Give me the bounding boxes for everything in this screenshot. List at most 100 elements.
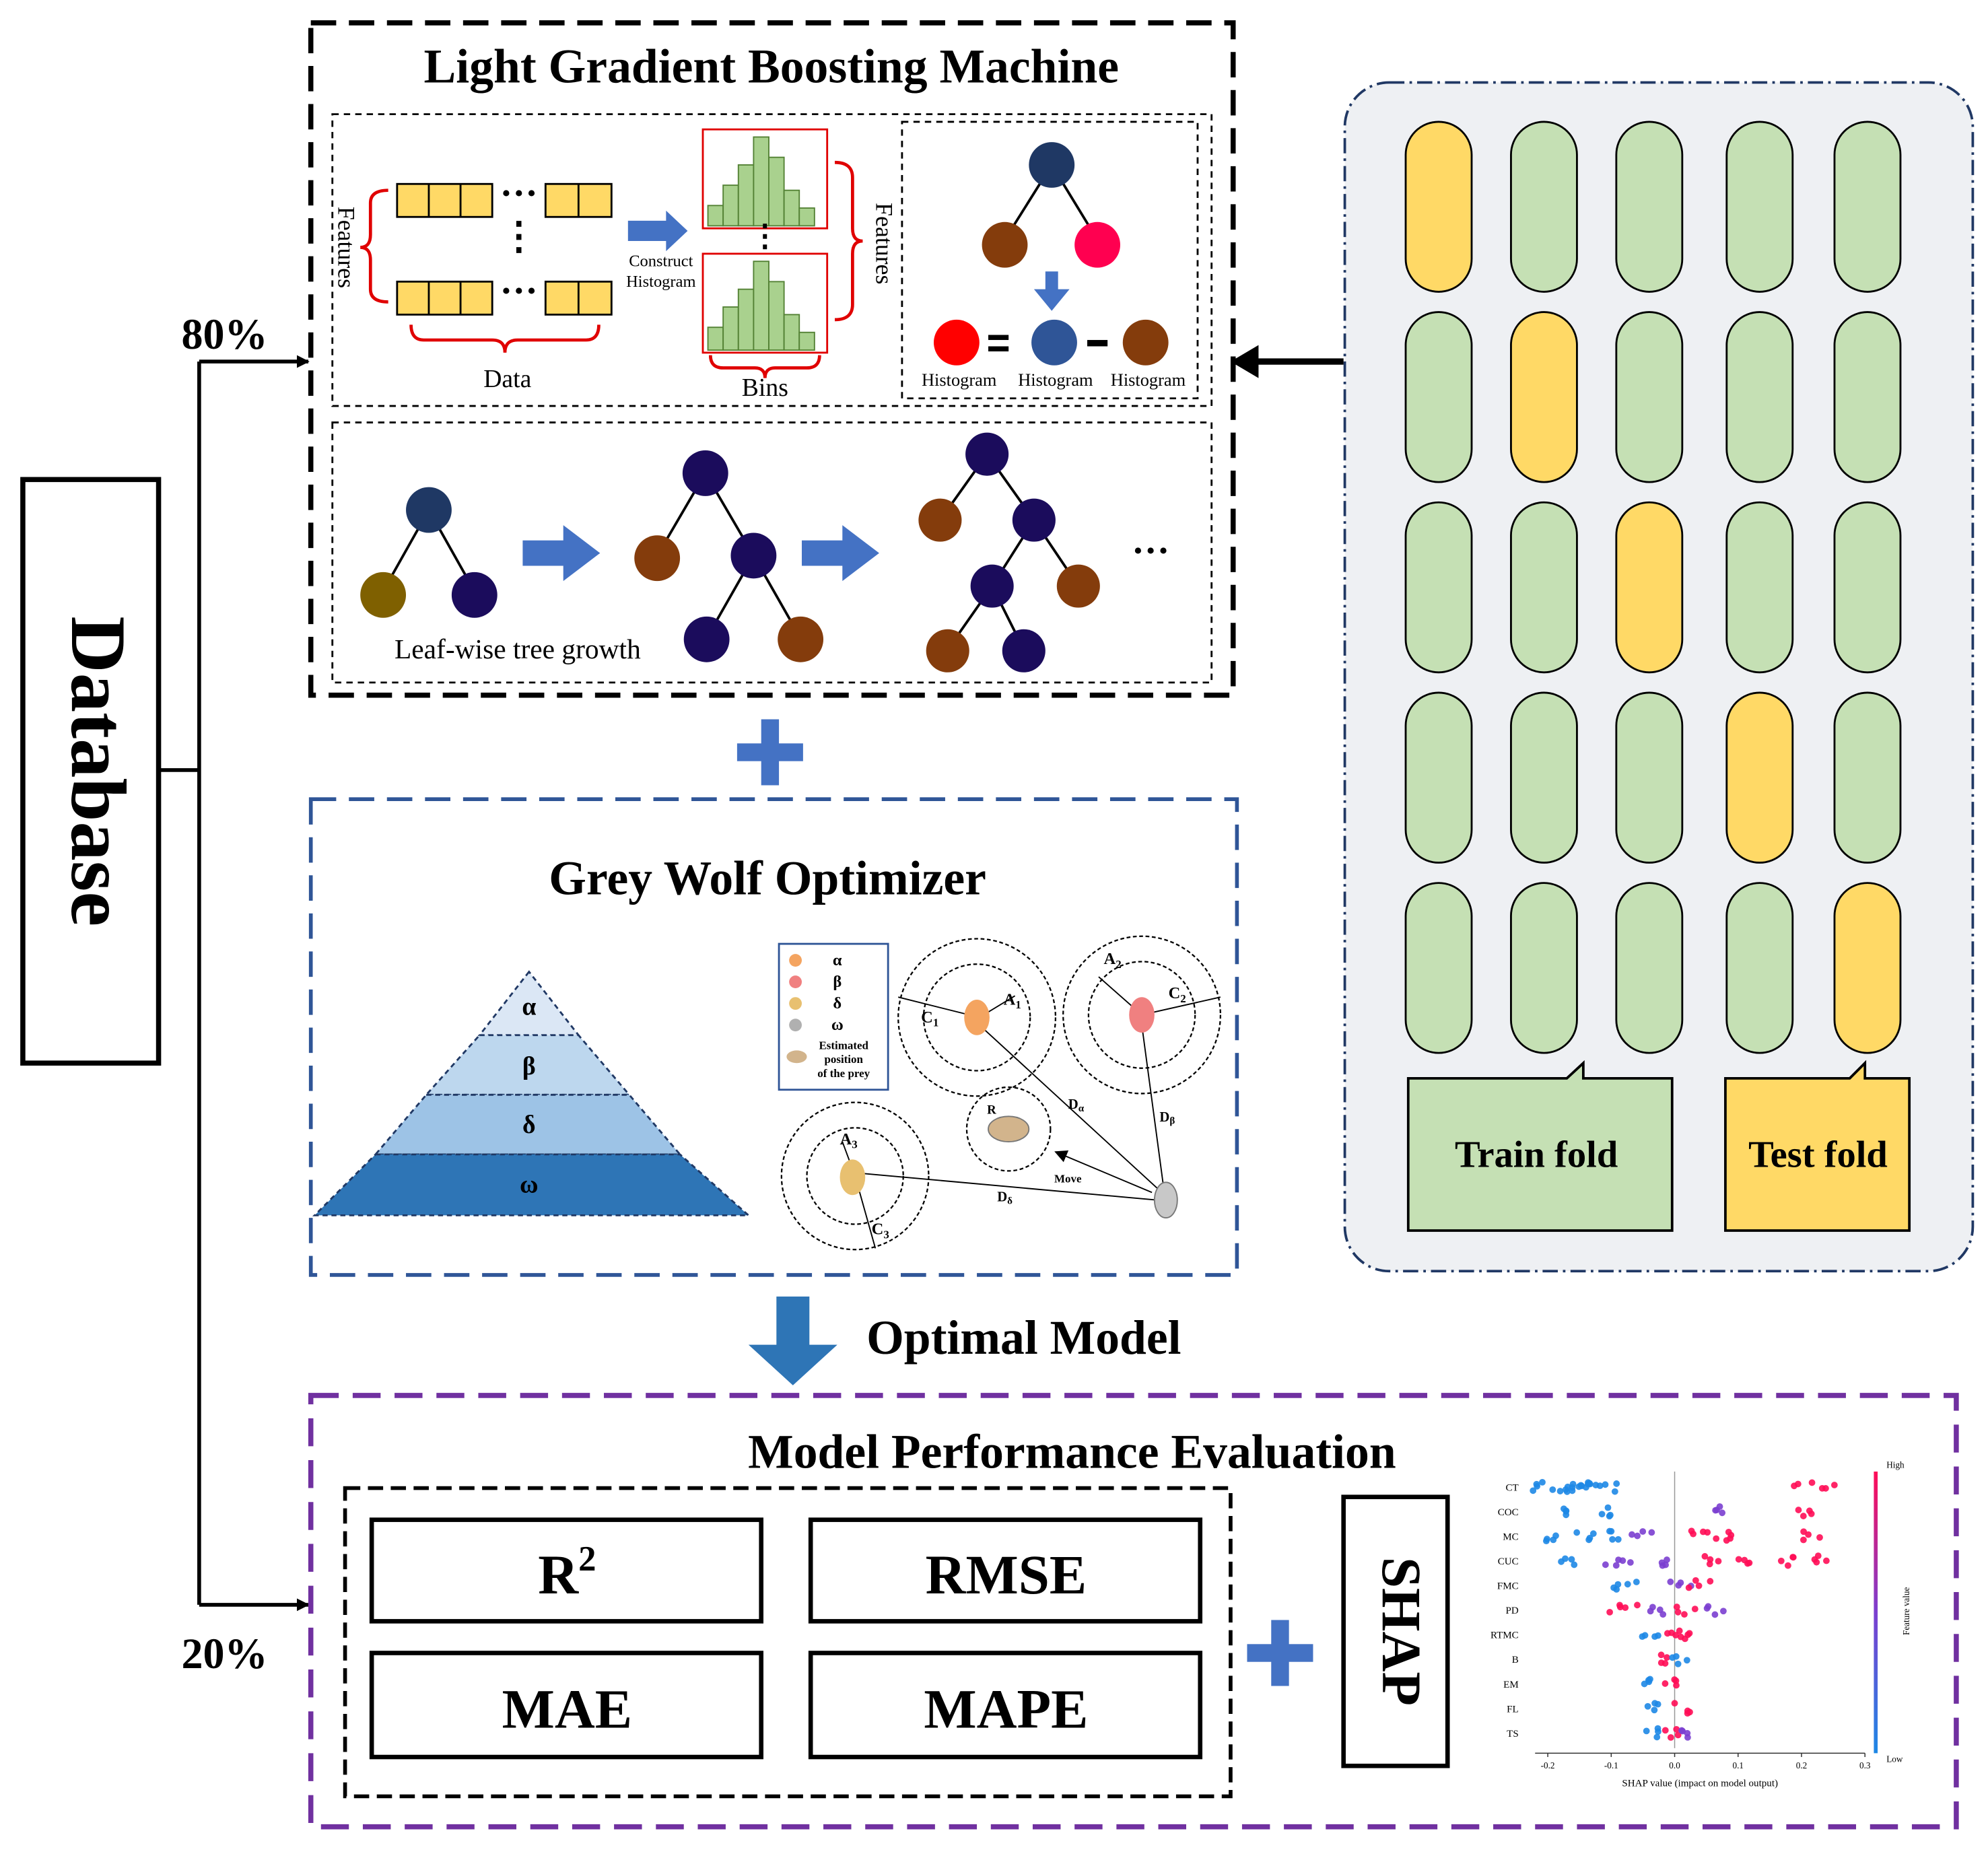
leafwise-growth: ··· Leaf-wise tree growth xyxy=(360,432,1170,673)
shap-point xyxy=(1607,1511,1614,1519)
shap-point xyxy=(1556,1488,1564,1494)
test-fold-capsule xyxy=(1404,120,1473,293)
train-fold-capsule xyxy=(1404,691,1473,864)
bins-label: Bins xyxy=(742,374,788,402)
test-fold-capsule xyxy=(1833,882,1902,1054)
shap-point xyxy=(1673,1604,1680,1610)
label-r: R xyxy=(987,1103,996,1117)
label-d-beta: Dβ xyxy=(1159,1110,1175,1127)
shap-point xyxy=(1643,1727,1650,1735)
metric-mae-label: MAE xyxy=(502,1678,632,1740)
test-fold-legend xyxy=(1724,1060,1911,1232)
shap-point xyxy=(1686,1630,1693,1637)
beta-wolf-icon xyxy=(789,975,802,989)
shap-point xyxy=(1552,1532,1559,1540)
features-label-right: Features xyxy=(871,203,898,284)
lgbm-panel: Light Gradient Boosting Machine ··· ⋮ ··… xyxy=(308,20,1236,698)
shap-point xyxy=(1654,1700,1661,1708)
shap-point xyxy=(1720,1608,1727,1615)
tree-node xyxy=(360,572,407,618)
shap-point xyxy=(1789,1554,1797,1561)
shap-point xyxy=(1675,1582,1682,1589)
minus-sign xyxy=(1087,340,1108,347)
test-fold-capsule xyxy=(1510,311,1578,483)
histogram-label: Histogram xyxy=(1018,370,1093,390)
metric-mape-label: MAPE xyxy=(924,1678,1088,1740)
shap-point xyxy=(1676,1627,1683,1634)
leafwise-label: Leaf-wise tree growth xyxy=(395,633,641,664)
shap-point xyxy=(1604,1504,1612,1511)
wolf-hunting-diagram: A1 C1 A2 C2 A3 C3 R Dα Dβ Dδ Move xyxy=(780,935,1222,1251)
shap-point xyxy=(1598,1511,1606,1518)
column-ellipsis: ⋮ xyxy=(500,215,539,257)
shap-point xyxy=(1602,1561,1609,1568)
train-fold-capsule xyxy=(1404,311,1473,483)
gwo-title: Grey Wolf Optimizer xyxy=(549,852,986,905)
tree-node xyxy=(682,450,728,496)
shap-point xyxy=(1569,1487,1576,1494)
test-fold-capsule xyxy=(1615,501,1684,674)
shap-x-tick-label: 0.0 xyxy=(1669,1760,1680,1770)
tree-node xyxy=(1012,498,1056,542)
alpha-wolf-icon xyxy=(964,999,990,1035)
shap-point xyxy=(1573,1529,1581,1536)
shap-point xyxy=(1647,1608,1654,1615)
shap-point xyxy=(1612,1562,1620,1569)
data-label: Data xyxy=(483,365,531,393)
data-cell-group xyxy=(396,182,493,218)
legend-item: β xyxy=(833,973,842,991)
metric-rmse xyxy=(808,1517,1203,1624)
tree-node xyxy=(1074,221,1121,268)
shap-feature-label: EM xyxy=(1503,1680,1519,1690)
train-percent: 80% xyxy=(181,310,267,358)
shap-point xyxy=(1544,1536,1550,1543)
evaluation-border xyxy=(308,1393,1959,1830)
shap-point xyxy=(1674,1660,1682,1667)
construct-label-1: Construct xyxy=(629,252,693,271)
database-block: Database xyxy=(20,477,162,1066)
shap-feature-label: RTMC xyxy=(1490,1630,1519,1641)
shap-point xyxy=(1667,1734,1674,1741)
shap-point xyxy=(1700,1528,1707,1536)
label-a2: A2 xyxy=(1104,950,1122,971)
shap-point xyxy=(1746,1559,1753,1566)
legend-item: α xyxy=(833,951,842,969)
gwo-panel: Grey Wolf Optimizer α β δ ω α β δ ω Esti… xyxy=(308,797,1239,1277)
histogram-subtraction: Histogram Histogram Histogram xyxy=(922,142,1186,390)
shap-point xyxy=(1684,1734,1691,1741)
bins-brace xyxy=(708,355,821,378)
histogram-node-parent xyxy=(1031,319,1077,366)
shap-point xyxy=(1695,1582,1703,1589)
shap-point xyxy=(1705,1603,1712,1610)
shap-label: SHAP xyxy=(1371,1557,1433,1706)
tree-node xyxy=(982,221,1028,268)
kfold-feed-arrowhead xyxy=(1230,345,1259,378)
leafwise-section xyxy=(331,421,1213,684)
shap-feature-label: MC xyxy=(1503,1531,1518,1542)
down-arrow-small xyxy=(1033,271,1070,311)
shap-point xyxy=(1562,1486,1569,1493)
omega-wolf-icon xyxy=(789,1019,802,1032)
shap-point xyxy=(1657,1651,1665,1659)
shap-point xyxy=(1613,1480,1620,1487)
legend-prey-line: of the prey xyxy=(817,1067,870,1080)
shap-point xyxy=(1634,1532,1641,1540)
features-brace-right xyxy=(834,160,863,322)
shap-point xyxy=(1653,1733,1661,1741)
train-fold-capsule xyxy=(1833,691,1902,864)
shap-point xyxy=(1805,1531,1812,1538)
shap-point xyxy=(1692,1577,1699,1584)
label-d-delta: Dδ xyxy=(997,1190,1013,1207)
histogram-ellipsis: ⋮ xyxy=(750,219,780,253)
shap-box xyxy=(1341,1494,1450,1768)
wolf-hierarchy-pyramid: α β δ ω xyxy=(312,970,751,1216)
shap-feature-label: FMC xyxy=(1497,1581,1519,1592)
evaluation-title: Model Performance Evaluation xyxy=(748,1425,1396,1478)
metric-mape xyxy=(808,1651,1203,1760)
shap-point xyxy=(1651,1706,1658,1714)
shap-point xyxy=(1577,1482,1585,1489)
train-fold-label: Train fold xyxy=(1455,1134,1618,1176)
colorbar-high: High xyxy=(1886,1459,1905,1470)
plus-icon xyxy=(1247,1620,1313,1686)
